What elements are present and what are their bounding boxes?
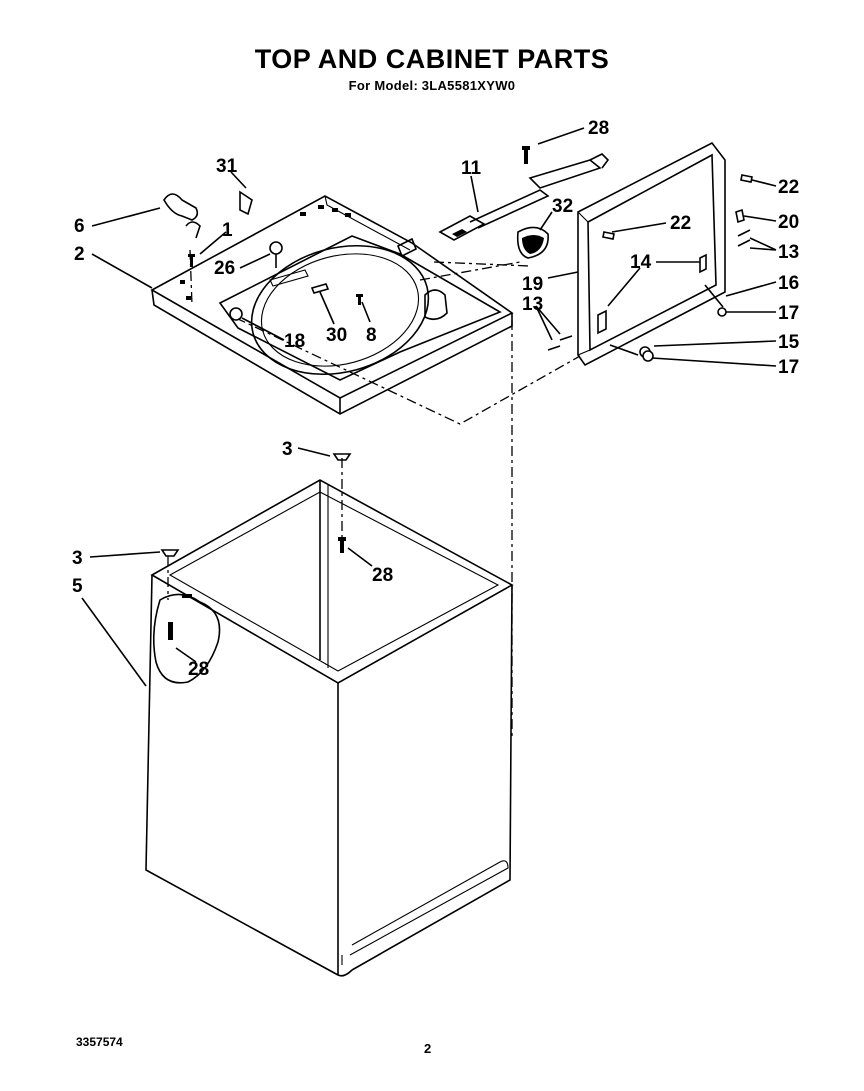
callout-28: 28: [372, 565, 393, 586]
callout-17: 17: [778, 357, 799, 378]
callout-11: 11: [461, 158, 482, 179]
top-panel: [150, 195, 514, 415]
callout-22: 22: [670, 213, 691, 234]
callout-17: 17: [778, 303, 799, 324]
assembly-lines: [167, 249, 581, 740]
model-line: For Model: 3LA5581XYW0: [0, 78, 864, 93]
callout-31: 31: [216, 156, 238, 177]
callout-14: 14: [630, 252, 652, 273]
callout-20: 20: [778, 212, 799, 233]
document-number: 3357574: [76, 1035, 123, 1049]
callout-28: 28: [188, 659, 209, 680]
page-title: TOP AND CABINET PARTS: [254, 44, 610, 74]
callout-13: 13: [778, 242, 799, 263]
lid: [577, 141, 726, 367]
callout-13: 13: [522, 294, 543, 315]
callout-2: 2: [74, 244, 85, 265]
callout-1: 1: [222, 220, 233, 241]
callout-15: 15: [778, 332, 800, 353]
callout-22: 22: [778, 177, 799, 198]
callout-19: 19: [522, 274, 543, 295]
callout-8: 8: [366, 325, 377, 346]
small-parts: [160, 146, 753, 557]
callout-18: 18: [284, 331, 305, 352]
callout-26: 26: [214, 258, 235, 279]
callout-32: 32: [552, 196, 573, 217]
callout-30: 30: [326, 325, 347, 346]
model-prefix: For Model:: [348, 78, 419, 93]
cabinet: [145, 479, 514, 977]
callout-16: 16: [778, 273, 799, 294]
leader-lines: [81, 127, 777, 687]
callout-3: 3: [72, 548, 83, 569]
callout-5: 5: [72, 576, 83, 597]
callout-28: 28: [588, 118, 609, 139]
callout-6: 6: [74, 216, 85, 237]
page-number: 2: [424, 1041, 432, 1056]
model-number: 3LA5581XYW0: [421, 78, 516, 93]
callout-labels: 28 11 31 32 22 22 20 13 6 1 2 26 14 16 1…: [72, 118, 800, 680]
callout-3: 3: [282, 439, 293, 460]
